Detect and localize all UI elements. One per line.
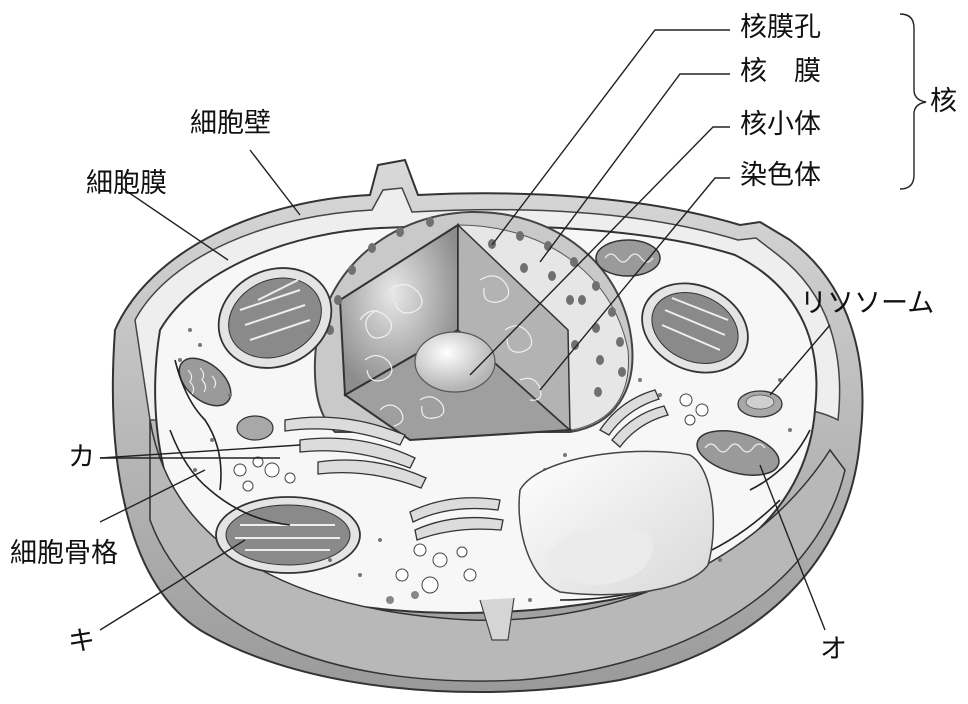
label-cell-membrane: 細胞膜 bbox=[86, 170, 167, 197]
label-cell-wall: 細胞壁 bbox=[190, 110, 271, 137]
label-ka: カ bbox=[68, 444, 95, 471]
label-nucleolus: 核小体 bbox=[740, 111, 821, 138]
label-chromosome: 染色体 bbox=[740, 162, 821, 189]
label-ki: キ bbox=[68, 628, 95, 655]
small-organelle bbox=[237, 416, 273, 440]
label-lysosome: リソソーム bbox=[800, 290, 934, 317]
label-nuclear-pore: 核膜孔 bbox=[740, 14, 821, 41]
lysosome bbox=[738, 391, 782, 417]
mitochondrion-top-right bbox=[596, 240, 660, 276]
label-o: オ bbox=[820, 636, 847, 663]
label-nucleus: 核 bbox=[930, 88, 957, 115]
label-nuclear-membrane: 核 膜 bbox=[740, 58, 821, 85]
label-cytoskeleton: 細胞骨格 bbox=[10, 540, 118, 567]
